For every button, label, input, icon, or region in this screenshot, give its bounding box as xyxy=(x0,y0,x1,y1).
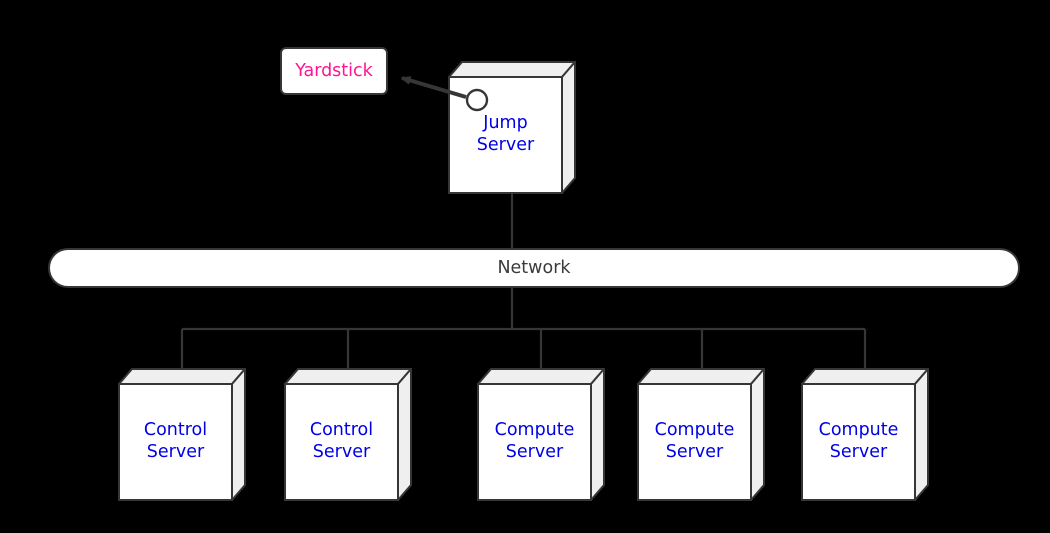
server-box-shape xyxy=(801,368,929,501)
compute-server-label: Compute Server xyxy=(818,419,899,462)
compute-server-node-2: Compute Server xyxy=(637,368,765,501)
server-box-shape xyxy=(284,368,412,501)
compute-server-node-1: Compute Server xyxy=(477,368,605,501)
box-top-face xyxy=(118,368,246,385)
control-server-node-1: Control Server xyxy=(118,368,246,501)
box-top-face xyxy=(284,368,412,385)
control-server-label: Control Server xyxy=(143,419,208,462)
box-front-face xyxy=(118,383,233,501)
box-side-face xyxy=(231,368,246,501)
network-node: Network xyxy=(48,248,1020,288)
box-top-face xyxy=(637,368,765,385)
control-server-label: Control Server xyxy=(309,419,374,462)
box-side-face xyxy=(397,368,412,501)
compute-server-label: Compute Server xyxy=(494,419,575,462)
server-box-shape xyxy=(637,368,765,501)
yardstick-label: Yardstick xyxy=(295,61,373,81)
compute-server-label: Compute Server xyxy=(654,419,735,462)
box-top-face xyxy=(448,61,576,78)
box-front-face xyxy=(284,383,399,501)
compute-server-node-3: Compute Server xyxy=(801,368,929,501)
box-front-face xyxy=(477,383,592,501)
box-top-face xyxy=(801,368,929,385)
yardstick-node: Yardstick xyxy=(280,47,388,95)
box-top-face xyxy=(477,368,605,385)
server-box-shape xyxy=(477,368,605,501)
server-box-shape xyxy=(118,368,246,501)
control-server-node-2: Control Server xyxy=(284,368,412,501)
box-front-face xyxy=(637,383,752,501)
box-side-face xyxy=(561,61,576,194)
box-side-face xyxy=(590,368,605,501)
box-front-face xyxy=(801,383,916,501)
jump-server-node: Jump Server xyxy=(448,61,576,194)
box-side-face xyxy=(914,368,929,501)
jump-server-label: Jump Server xyxy=(476,112,535,155)
box-side-face xyxy=(750,368,765,501)
network-label: Network xyxy=(497,258,571,278)
